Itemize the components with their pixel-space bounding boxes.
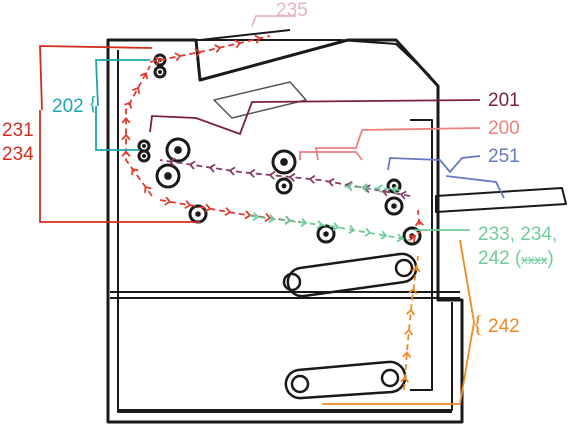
path-lower-red (160, 197, 300, 224)
path-chevron (175, 53, 180, 61)
leader-200-b (300, 152, 362, 160)
path-chevron (124, 103, 131, 109)
path-chevron (250, 170, 255, 178)
paper-path (122, 36, 423, 390)
label-251: 251 (488, 146, 520, 167)
label-xxxx-struck: xxxx (521, 252, 548, 267)
label-242-suffix: ) (547, 248, 553, 269)
tray-separator (110, 292, 460, 298)
label-202: 202 (52, 96, 84, 117)
leader-251 (388, 156, 480, 172)
path-chevron (310, 176, 315, 184)
cam-hub-upper-right (396, 260, 412, 276)
paper-tray (118, 302, 452, 410)
printer-inner-frame (118, 50, 452, 412)
leader-200 (316, 128, 480, 160)
cam-hub-lower-right (382, 370, 398, 386)
cam-hub-lower-left (292, 376, 308, 392)
rollers (139, 55, 420, 244)
pickup-cam-lower (286, 362, 405, 398)
roller-c (273, 151, 295, 173)
path-chevron (225, 208, 230, 216)
bracket-242: { (472, 312, 484, 338)
path-chevron (190, 161, 195, 169)
roller-m (139, 151, 149, 161)
roller-b (157, 165, 179, 187)
roller-d (277, 179, 291, 193)
leader-231 (40, 46, 200, 222)
roller-f (318, 226, 334, 242)
label-242-xxxx: 242 (xxxx) (478, 248, 554, 269)
roller-a (167, 139, 189, 161)
toner-cartridge (214, 82, 306, 118)
path-chevron (230, 167, 235, 175)
label-201: 201 (488, 90, 520, 111)
label-235: 235 (276, 0, 308, 21)
path-chevron (245, 211, 250, 219)
path-chevron (132, 169, 138, 175)
roller-k (155, 67, 165, 77)
bracket-202: { (88, 93, 98, 115)
leader-202 (96, 60, 150, 150)
path-left-red (122, 66, 152, 196)
pickup-cam-upper (288, 254, 416, 296)
roller-i (386, 198, 402, 214)
cam-hub-upper-left (284, 274, 300, 290)
label-233-234: 233, 234, (478, 224, 557, 245)
path-chevron (290, 174, 295, 182)
leaders (40, 16, 504, 404)
output-slot (200, 30, 290, 40)
label-200: 200 (488, 118, 520, 139)
front-door (410, 120, 432, 390)
label-242-tray: 242 (488, 316, 520, 337)
path-chevron (215, 45, 220, 53)
label-242-prefix: 242 ( (478, 248, 522, 269)
label-231: 231 (2, 120, 34, 141)
path-chevron (407, 310, 415, 315)
path-chevron (210, 164, 215, 172)
path-chevron (329, 179, 334, 187)
path-chevron (365, 228, 370, 236)
pickup-cams (284, 254, 416, 398)
path-chevron (270, 172, 275, 180)
label-234: 234 (2, 144, 34, 165)
path-chevron (205, 204, 210, 212)
path-chevron (235, 40, 240, 48)
